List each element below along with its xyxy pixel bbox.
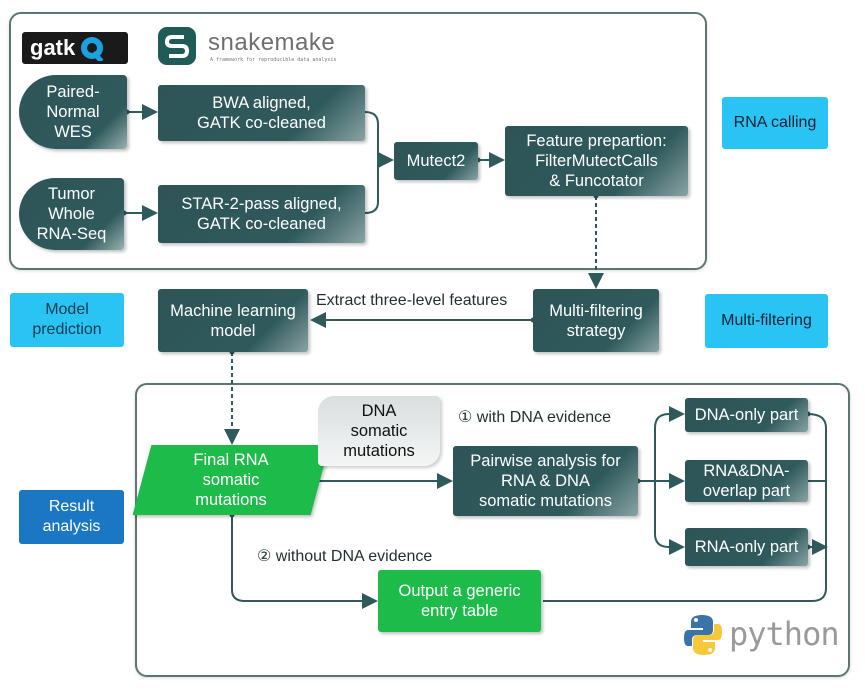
multi-filtering-label: Multi-filtering [705,294,828,348]
arrow-pairwise-to-parts [638,413,682,548]
arrow-final-to-output [231,515,378,609]
mutect2-node: Mutect2 [394,142,478,180]
python-logo: python [683,613,840,661]
extract-features-label: Extract three-level features [316,292,508,309]
rna-calling-label: RNA calling [722,97,828,149]
rna-only-part-node: RNA-only part [685,528,808,566]
arrow-parts-to-output [543,413,826,602]
feature-preparation-node: Feature prepartion:FilterMutectCalls& Fu… [505,126,688,196]
snakemake-icon [158,27,196,65]
dna-only-part-node: DNA-only part [685,398,808,432]
with-dna-evidence-label: ① with DNA evidence [458,409,612,426]
gatk-logo: gatk [22,32,128,64]
rna-dna-overlap-part-node: RNA&DNA-overlap part [685,460,808,502]
bwa-aligned-node: BWA aligned,GATK co-cleaned [158,85,365,141]
python-icon [684,615,722,655]
arrow-bwa-star-to-mutect [364,111,392,214]
star-aligned-node: STAR-2-pass aligned,GATK co-cleaned [158,185,365,243]
snakemake-logo: snakemake A framework for reproducible d… [156,25,356,69]
without-dna-evidence-label: ② without DNA evidence [257,548,433,565]
wrench-icon [81,37,104,61]
